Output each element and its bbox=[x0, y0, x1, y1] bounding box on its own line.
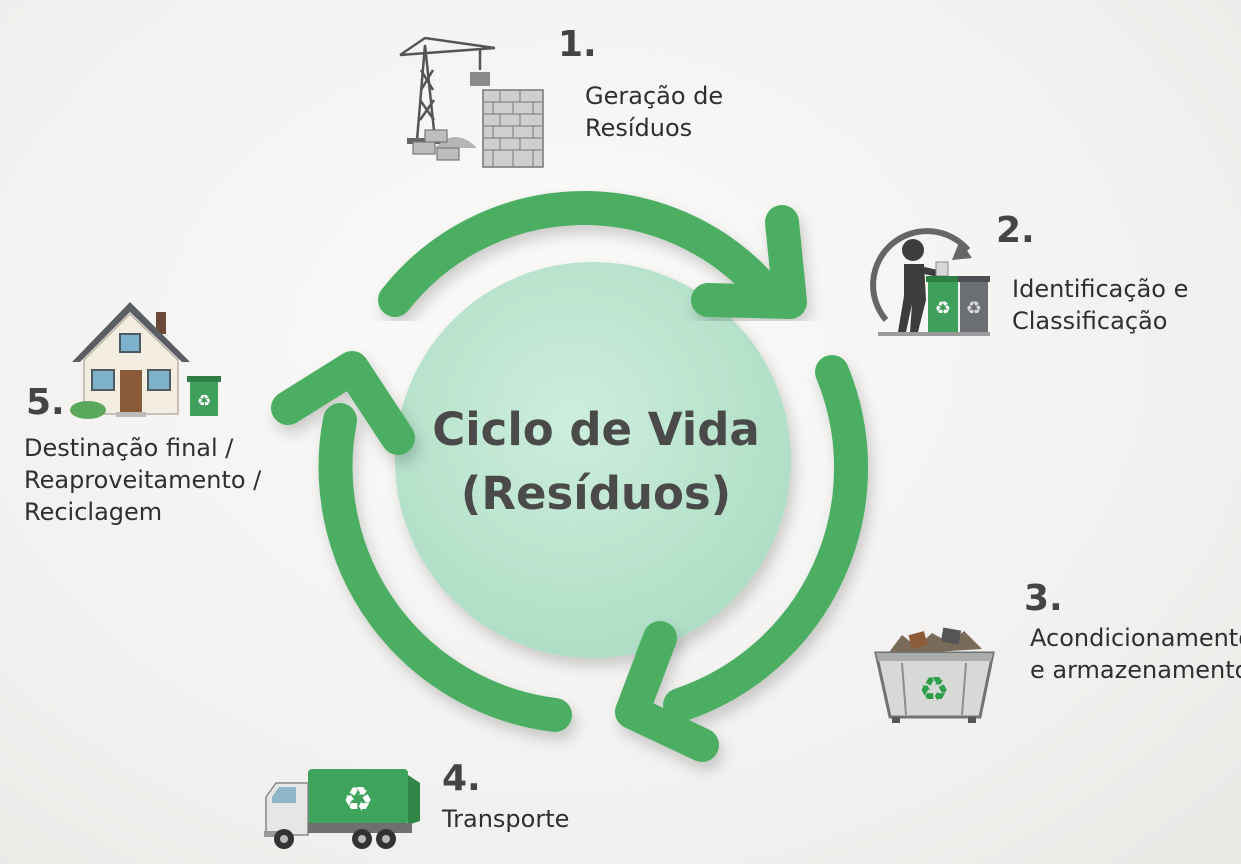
step-5-label-line-1: Destinação final / bbox=[24, 434, 234, 462]
step-5-label-line-3: Reciclagem bbox=[24, 498, 163, 526]
center-title-line-2: (Resíduos) bbox=[460, 467, 732, 520]
step-4-label: Transporte bbox=[442, 803, 569, 835]
step-3-label-line-1: Acondicionamento bbox=[1030, 624, 1241, 652]
svg-text:♻: ♻ bbox=[935, 298, 951, 319]
svg-text:♻: ♻ bbox=[966, 298, 982, 319]
step-2-label: Identificação e Classificação bbox=[1012, 273, 1188, 337]
svg-text:♻: ♻ bbox=[343, 780, 373, 820]
construction-crane-icon bbox=[399, 36, 544, 168]
svg-text:♻: ♻ bbox=[197, 391, 211, 410]
step-2-label-line-2: Classificação bbox=[1012, 307, 1168, 335]
step-1-number: 1. bbox=[558, 24, 597, 65]
step-1-label-line-1: Geração de bbox=[585, 82, 724, 110]
center-circle bbox=[395, 262, 791, 658]
waste-skip-container-icon: ♻ bbox=[874, 627, 995, 723]
house-with-bin-icon: ♻ bbox=[70, 302, 221, 419]
step-5-label-line-2: Reaproveitamento / bbox=[24, 466, 262, 494]
step-1-label: Geração de Resíduos bbox=[585, 80, 723, 144]
step-3-label-line-2: e armazenamento bbox=[1030, 656, 1241, 684]
center-title-line-1: Ciclo de Vida bbox=[432, 403, 760, 456]
garbage-truck-icon: ♻ bbox=[264, 769, 420, 849]
step-2-label-line-1: Identificação e bbox=[1012, 275, 1189, 303]
step-4-label-line-1: Transporte bbox=[442, 805, 570, 833]
step-3-label: Acondicionamento e armazenamento bbox=[1030, 622, 1241, 686]
svg-text:♻: ♻ bbox=[919, 670, 949, 710]
step-3-number: 3. bbox=[1024, 578, 1063, 619]
step-4-number: 4. bbox=[442, 758, 481, 799]
cycle-arrow-left bbox=[271, 351, 572, 732]
cycle-arrow-right bbox=[615, 355, 869, 762]
person-sorting-bins-icon: ♻ ♻ bbox=[870, 228, 990, 336]
step-1-label-line-2: Resíduos bbox=[585, 114, 693, 142]
cycle-arrow-top bbox=[378, 191, 807, 319]
step-2-number: 2. bbox=[996, 210, 1035, 251]
step-5-label: Destinação final / Reaproveitamento / Re… bbox=[24, 432, 261, 528]
step-5-number: 5. bbox=[26, 382, 65, 423]
center-title: Ciclo de Vida (Resíduos) bbox=[396, 398, 796, 526]
